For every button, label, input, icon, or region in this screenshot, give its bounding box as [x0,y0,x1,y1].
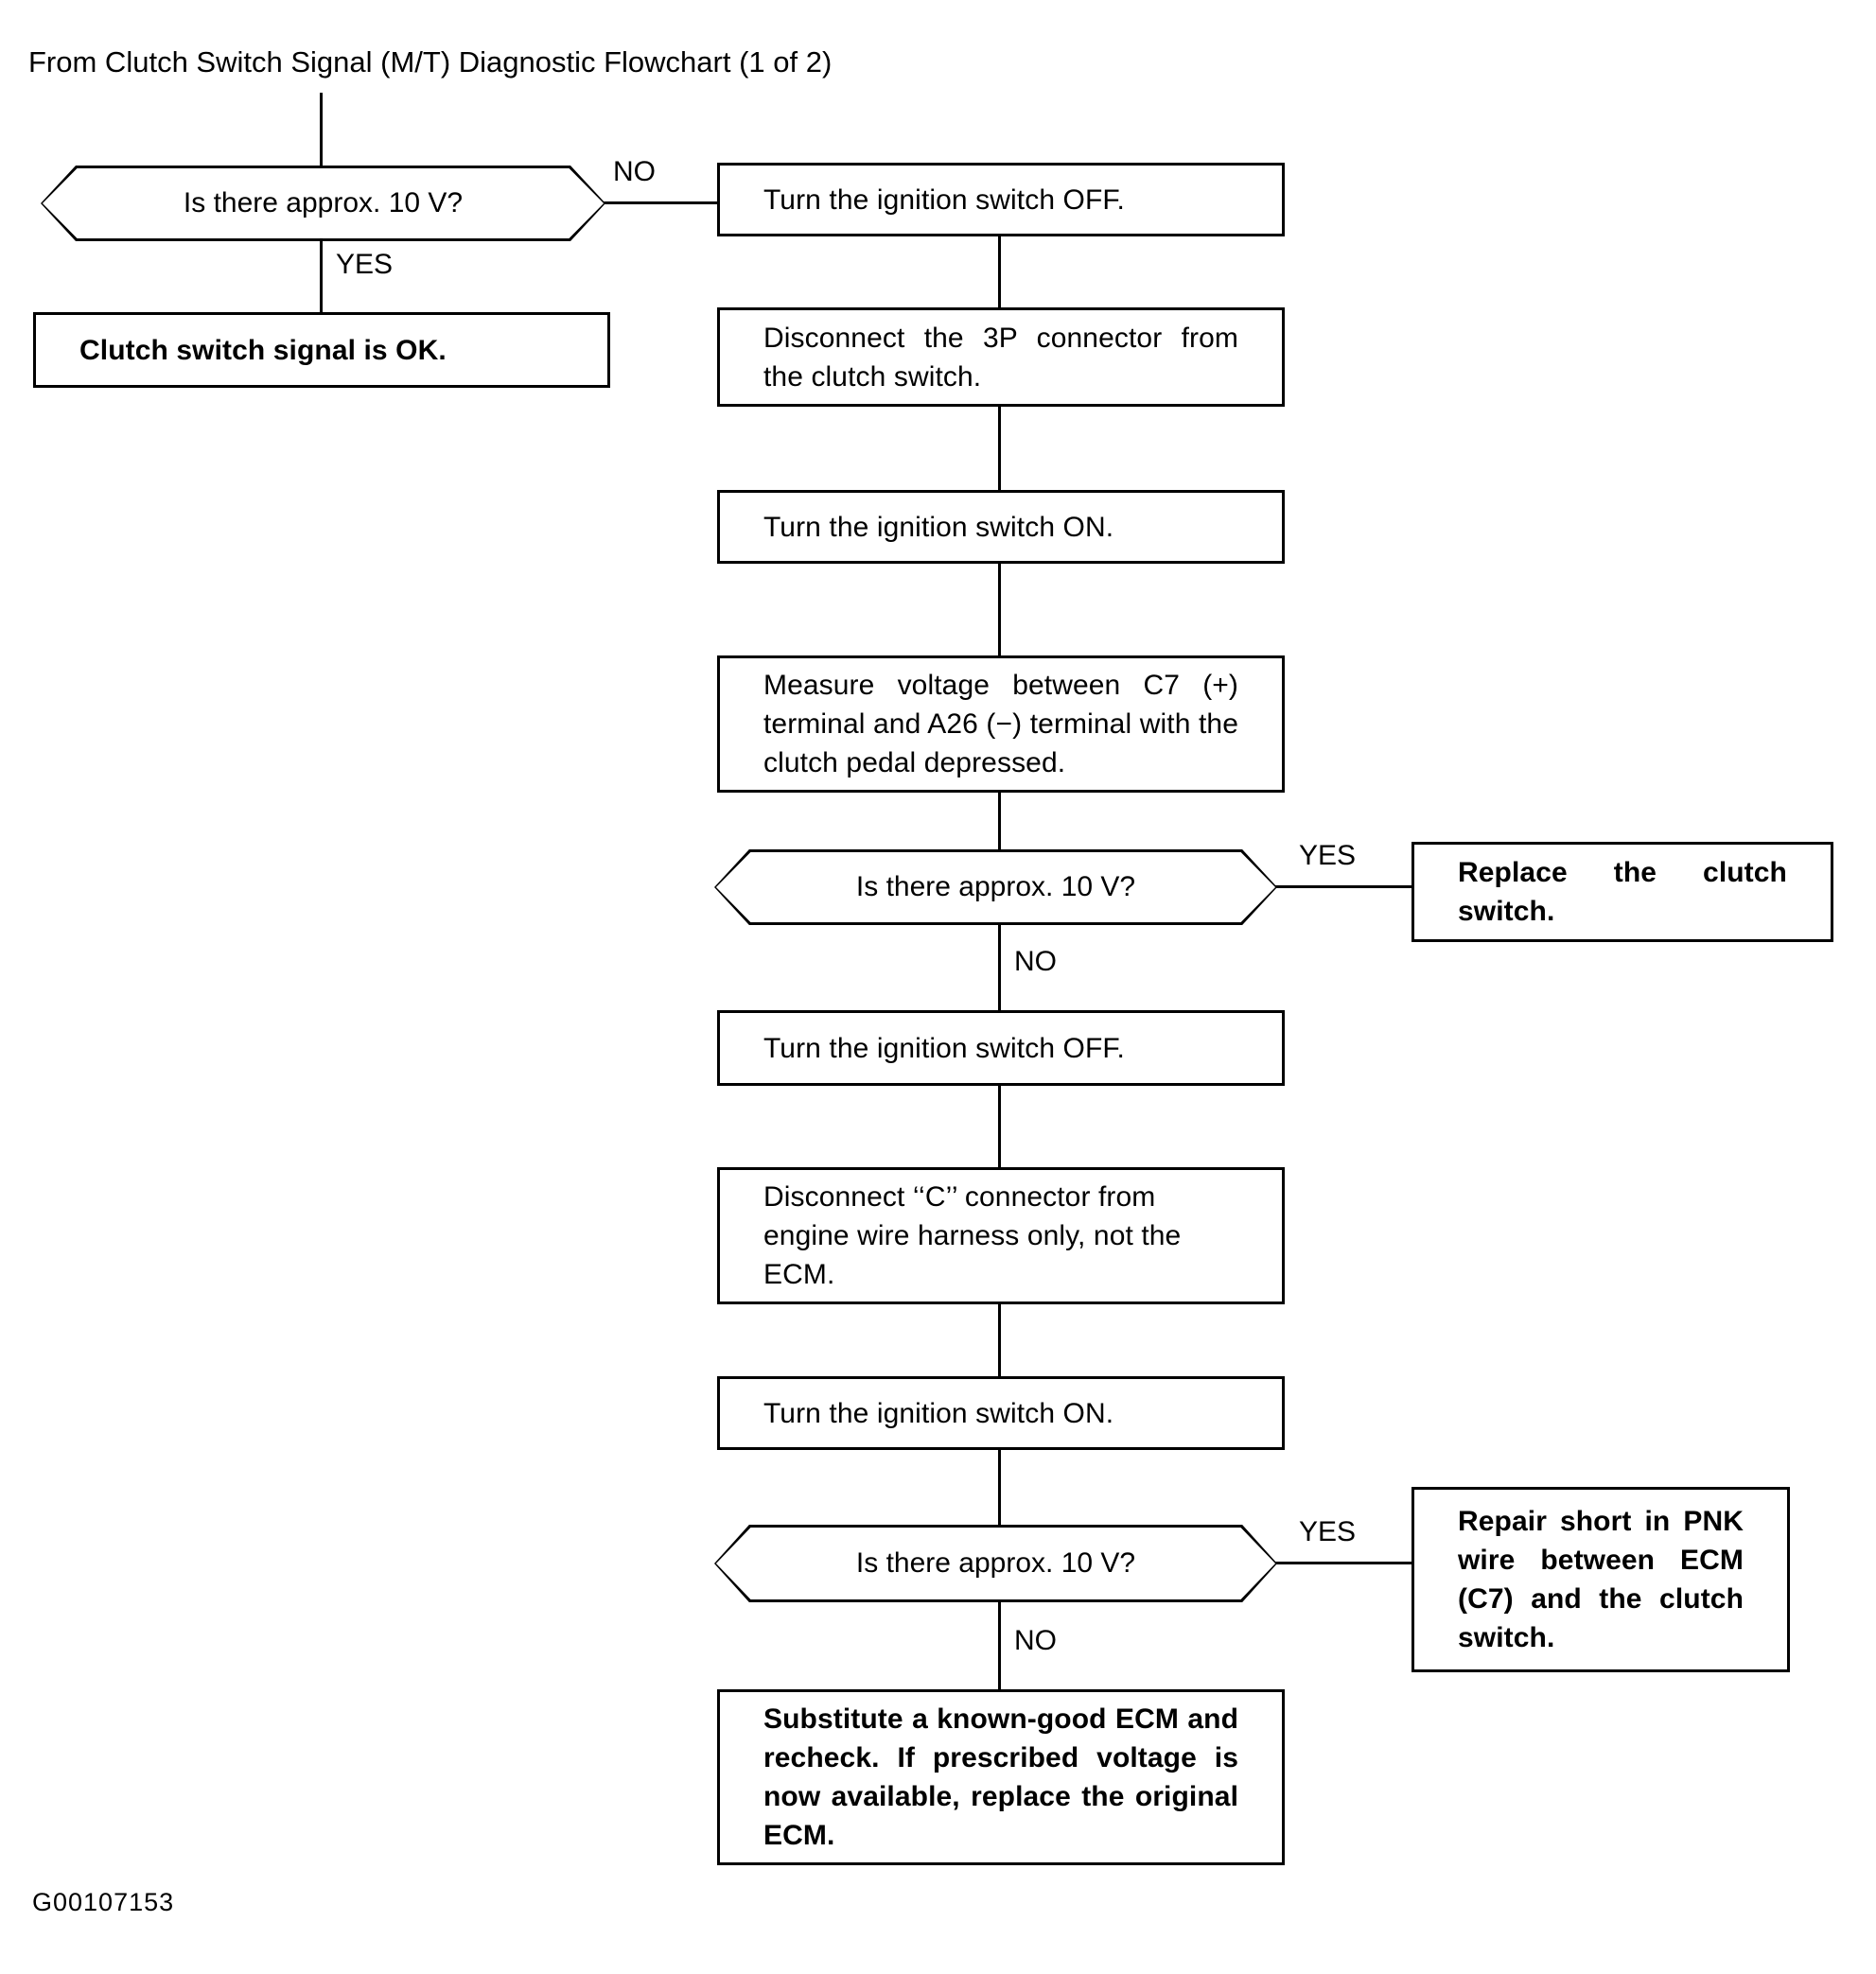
edge-measure-to-decision-2 [998,793,1001,849]
step-turn-ignition-on-1-text: Turn the ignition switch ON. [763,511,1114,543]
decision-2-approx-10v: Is there approx. 10 V? [714,849,1277,925]
edge-decision-2-yes [1275,885,1413,888]
edge-label-decision-1-no: NO [613,156,656,187]
edge-disconnect-3p-to-ign-on-1 [998,407,1001,490]
result-substitute-ecm-text: Substitute a known-good ECM and recheck.… [763,1703,1238,1851]
edge-label-decision-2-no: NO [1014,946,1057,977]
step-turn-ignition-off-2: Turn the ignition switch OFF. [717,1010,1285,1086]
step-turn-ignition-on-1: Turn the ignition switch ON. [717,490,1285,564]
hexagon-fill [715,1527,1276,1600]
edge-ign-on-1-to-measure [998,564,1001,655]
decision-1-approx-10v: Is there approx. 10 V? [41,166,605,241]
step-disconnect-c-connector-text: Disconnect ‘‘C’’ connector from engine w… [763,1181,1182,1290]
step-turn-ignition-on-2: Turn the ignition switch ON. [717,1376,1285,1450]
step-disconnect-3p-connector-text: Disconnect the 3P connector from the clu… [763,322,1238,393]
result-repair-short-pnk-wire: Repair short in PNK wire between ECM (C7… [1411,1487,1790,1672]
page-title: From Clutch Switch Signal (M/T) Diagnost… [28,45,833,79]
result-repair-short-pnk-wire-text: Repair short in PNK wire between ECM (C7… [1458,1506,1744,1653]
terminal-clutch-signal-ok: Clutch switch signal is OK. [33,312,610,388]
step-turn-ignition-off-1: Turn the ignition switch OFF. [717,163,1285,236]
decision-1-label: Is there approx. 10 V? [183,187,464,218]
decision-3-approx-10v: Is there approx. 10 V? [714,1525,1277,1602]
step-turn-ignition-off-1-text: Turn the ignition switch OFF. [763,183,1125,216]
edge-decision-2-no [998,923,1001,1012]
edge-ign-on-2-to-decision-3 [998,1450,1001,1525]
step-measure-voltage: Measure voltage between C7 (+) terminal … [717,655,1285,793]
step-turn-ignition-on-2-text: Turn the ignition switch ON. [763,1397,1114,1429]
figure-code: G00107153 [32,1888,175,1916]
edge-decision-1-no [604,201,719,204]
edge-label-decision-2-yes: YES [1299,840,1357,871]
edge-ign-off-2-to-disconnect-c [998,1086,1001,1167]
edge-label-decision-3-yes: YES [1299,1516,1357,1547]
hexagon-fill [715,851,1276,923]
decision-2-label: Is there approx. 10 V? [855,871,1136,902]
edge-ign-off-1-to-disconnect-3p [998,236,1001,307]
result-replace-clutch-switch: Replace the clutch switch. [1411,842,1833,942]
terminal-clutch-signal-ok-text: Clutch switch signal is OK. [79,334,447,366]
result-replace-clutch-switch-text: Replace the clutch switch. [1458,857,1787,927]
edge-decision-1-yes [320,238,323,314]
step-disconnect-3p-connector: Disconnect the 3P connector from the clu… [717,307,1285,407]
edge-decision-3-yes [1275,1562,1413,1564]
step-disconnect-c-connector: Disconnect ‘‘C’’ connector from engine w… [717,1167,1285,1304]
result-substitute-ecm: Substitute a known-good ECM and recheck.… [717,1689,1285,1865]
edge-label-decision-3-no: NO [1014,1625,1057,1656]
hexagon-fill [42,167,605,239]
step-measure-voltage-text: Measure voltage between C7 (+) terminal … [763,670,1238,778]
edge-disconnect-c-to-ign-on-2 [998,1304,1001,1376]
step-turn-ignition-off-2-text: Turn the ignition switch OFF. [763,1032,1125,1064]
edge-entry-to-decision-1 [320,93,323,166]
decision-3-label: Is there approx. 10 V? [855,1547,1136,1579]
edge-decision-3-no [998,1600,1001,1689]
edge-label-decision-1-yes: YES [336,249,394,280]
